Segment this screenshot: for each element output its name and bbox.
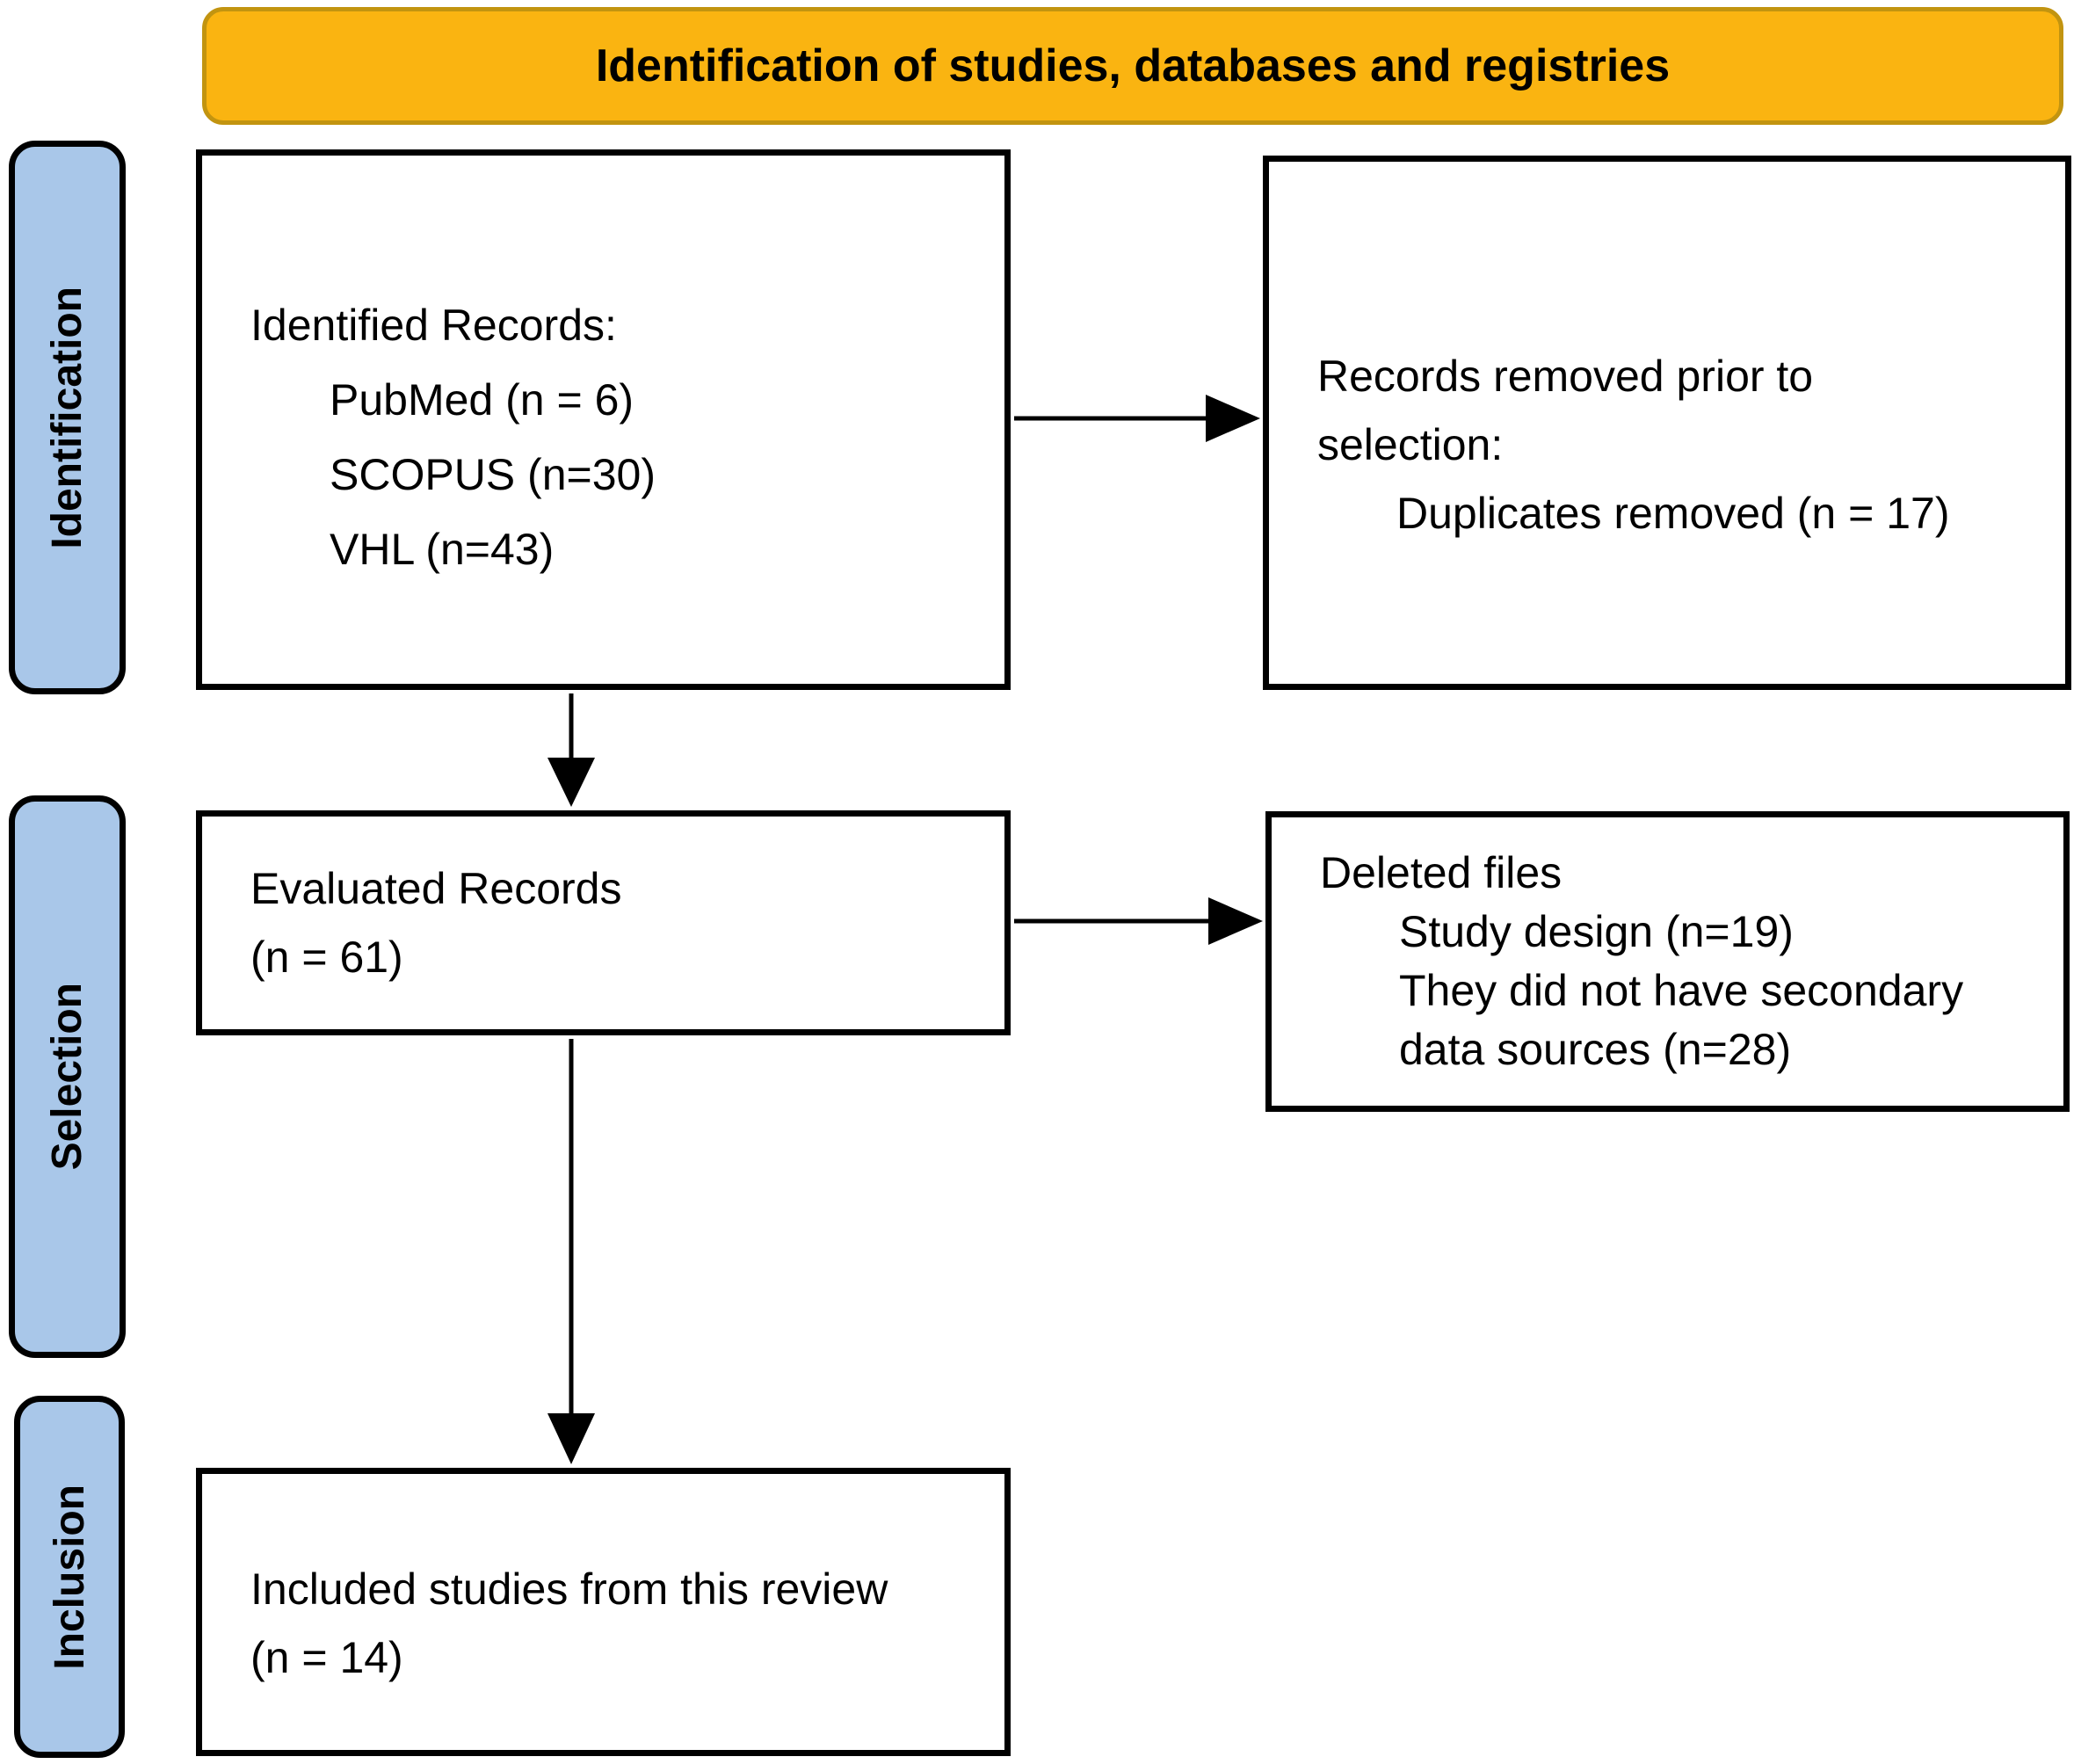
evaluated-line-2: (n = 61) [250, 933, 403, 982]
stage-identification-label: Identification [44, 286, 91, 549]
stage-identification: Identification [9, 141, 126, 694]
deleted-item-secondary-data: They did not have secondary data sources… [1399, 966, 1964, 1074]
box-identified-records: Identified Records: PubMed (n = 6) SCOPU… [196, 149, 1011, 690]
deleted-title: Deleted files [1320, 848, 1563, 897]
removed-item-duplicates: Duplicates removed (n = 17) [1396, 489, 1950, 538]
stage-selection-label: Selection [44, 983, 91, 1171]
stage-inclusion-label: Inclusion [46, 1484, 93, 1670]
identified-title: Identified Records: [250, 300, 617, 350]
arrow-evaluated-to-deleted [1014, 897, 1263, 945]
deleted-item-study-design: Study design (n=19) [1399, 907, 1794, 956]
removed-title: Records removed prior to selection: [1317, 352, 1814, 469]
box-deleted-files: Deleted files Study design (n=19) They d… [1265, 811, 2070, 1112]
included-line-2: (n = 14) [250, 1632, 403, 1682]
header-title: Identification of studies, databases and… [595, 40, 1671, 91]
arrow-identified-to-evaluated [547, 693, 595, 807]
box-evaluated-records: Evaluated Records (n = 61) [196, 810, 1011, 1035]
identified-item-pubmed: PubMed (n = 6) [330, 374, 634, 425]
identified-item-vhl: VHL (n=43) [330, 524, 555, 574]
identified-item-scopus: SCOPUS (n=30) [330, 449, 656, 499]
stage-inclusion: Inclusion [14, 1396, 125, 1758]
included-line-1: Included studies from this review [250, 1564, 888, 1614]
box-records-removed: Records removed prior to selection: Dupl… [1263, 156, 2071, 690]
arrow-evaluated-to-included [547, 1039, 595, 1464]
box-included-studies: Included studies from this review (n = 1… [196, 1468, 1011, 1756]
stage-selection: Selection [9, 795, 126, 1358]
evaluated-line-1: Evaluated Records [250, 864, 622, 913]
arrow-identified-to-removed [1014, 395, 1260, 442]
header-banner: Identification of studies, databases and… [202, 7, 2063, 125]
